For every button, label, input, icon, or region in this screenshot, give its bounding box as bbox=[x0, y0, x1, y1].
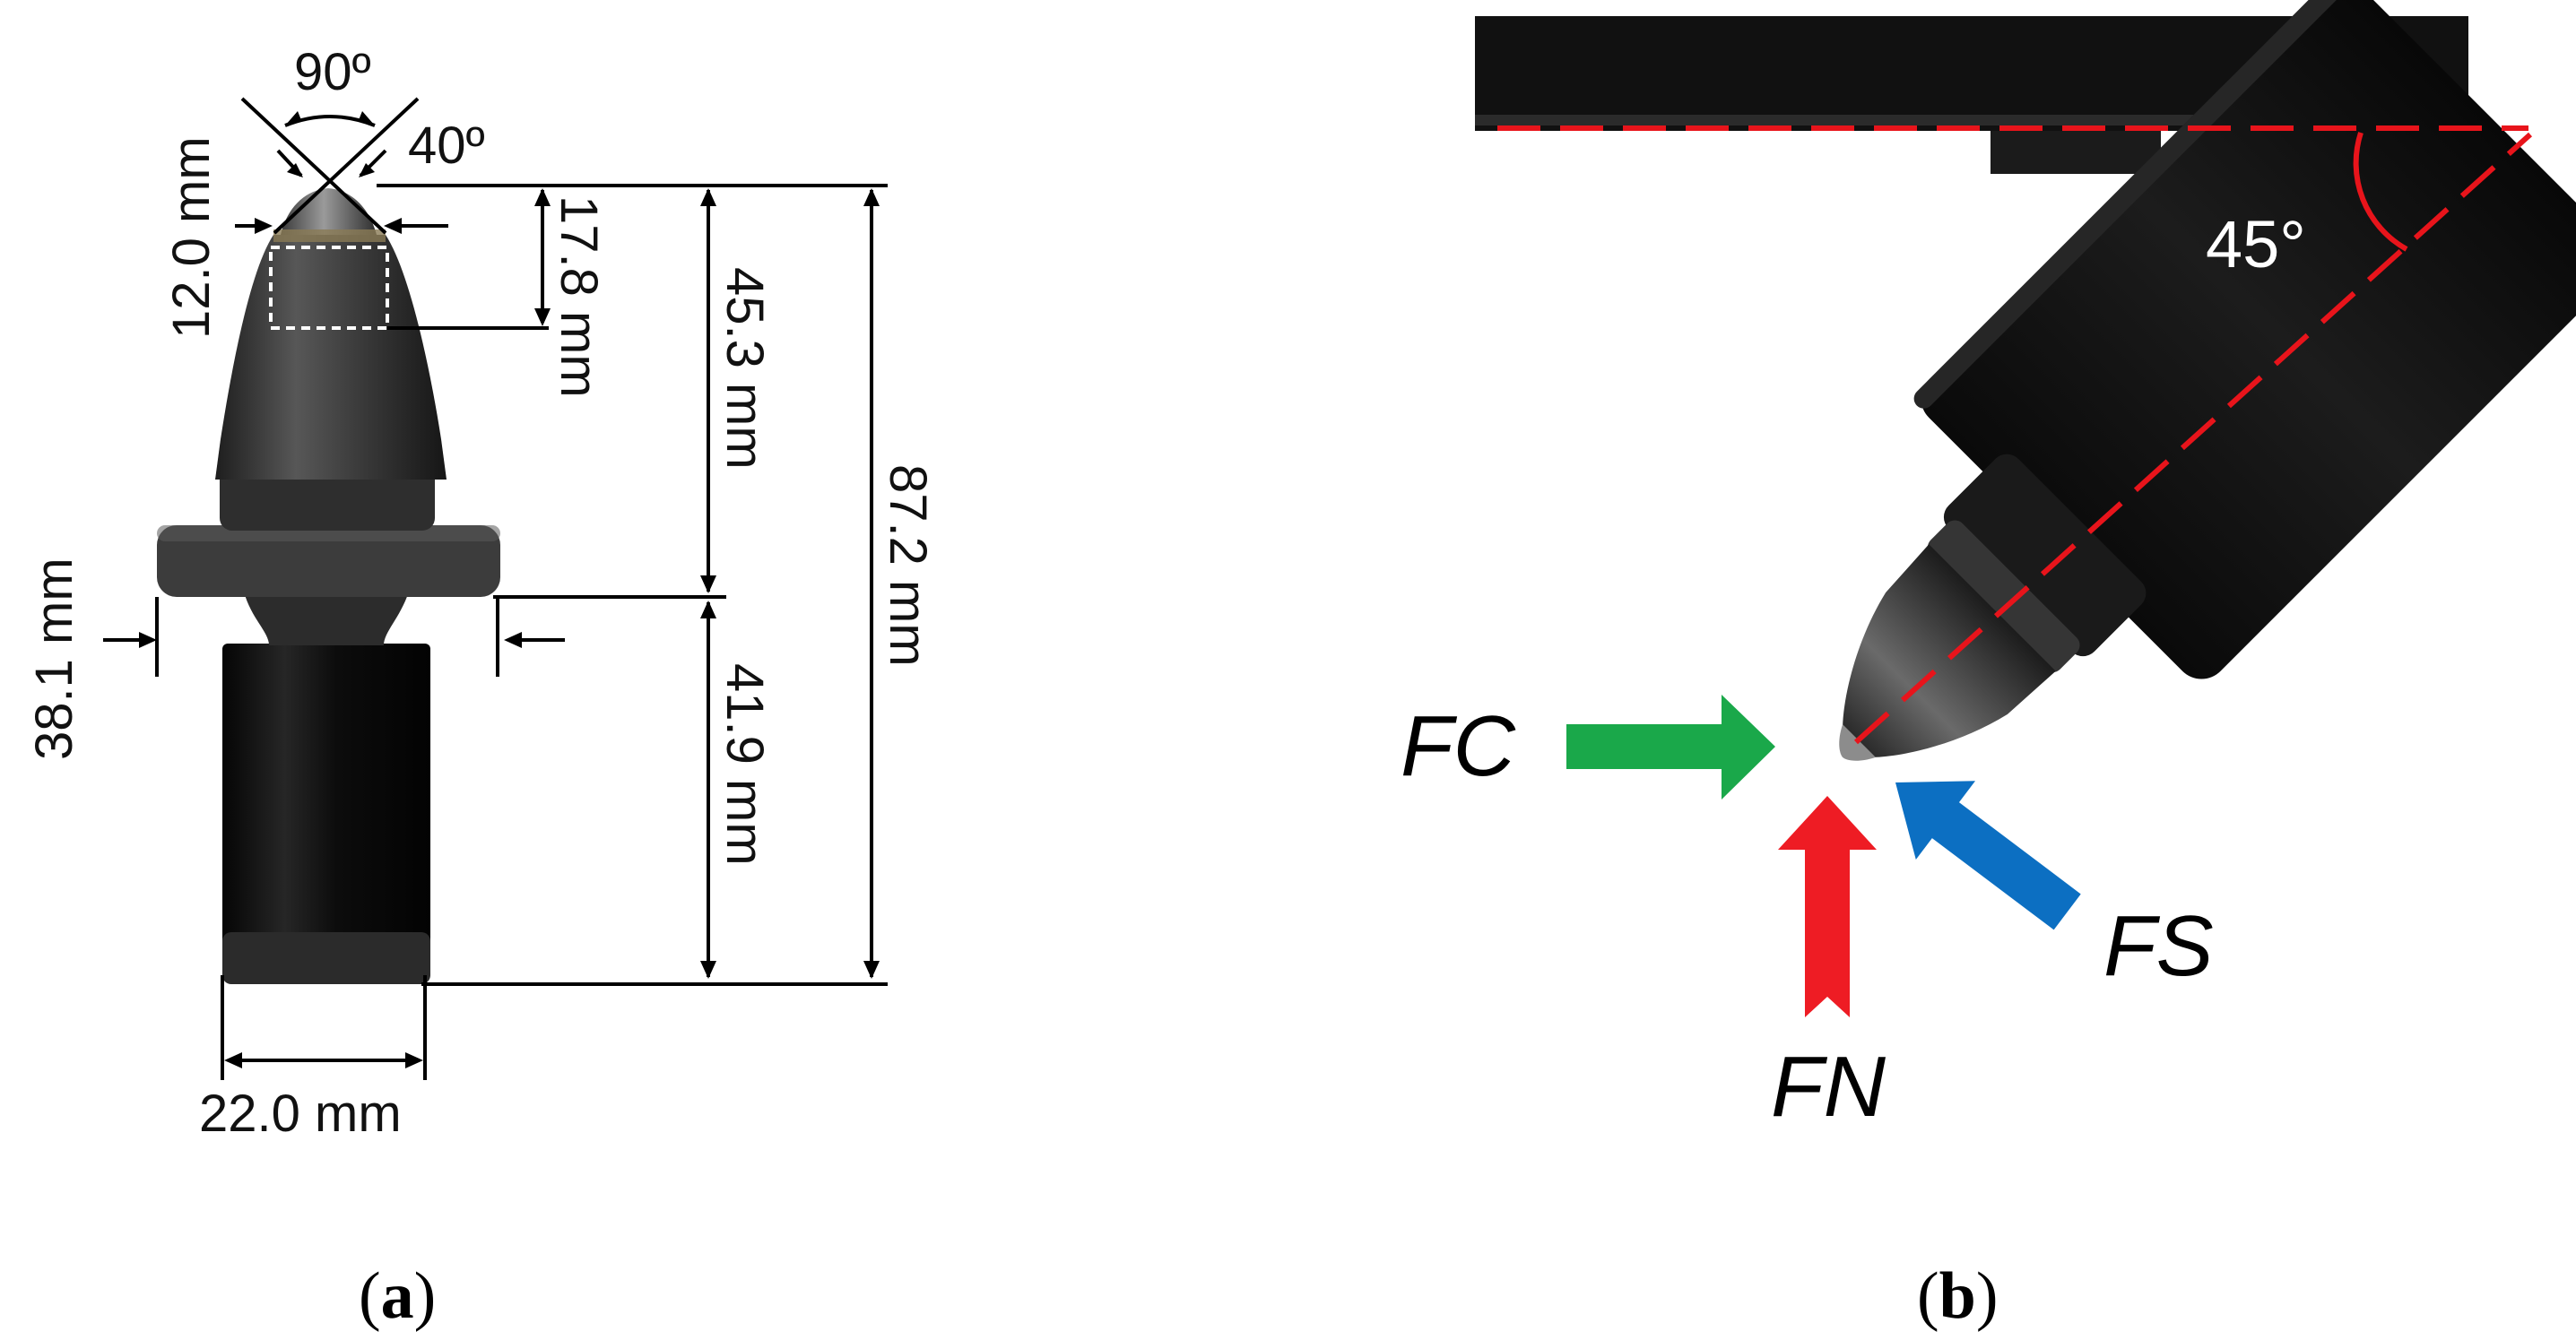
panel-b-label: (b) bbox=[1917, 1259, 1998, 1333]
label-collar-diameter: 38.1 mm bbox=[25, 558, 83, 760]
label-force-side: FS bbox=[2103, 898, 2214, 994]
holder-sleeve bbox=[1943, 454, 2147, 657]
panel-b-force-arrows bbox=[1566, 695, 2081, 1017]
force-arrow-side bbox=[1895, 781, 2081, 930]
label-carbide-depth: 17.8 mm bbox=[550, 195, 608, 398]
weld-seam bbox=[1991, 131, 2161, 174]
panel-a-dimension-lines bbox=[103, 97, 888, 1080]
label-total-length: 87.2 mm bbox=[879, 464, 937, 667]
panel-b-holder-photo bbox=[1475, 0, 2576, 761]
tilted-holder-group bbox=[1839, 0, 2576, 761]
carbide-insert-outline bbox=[269, 246, 389, 330]
holder-collar-ring bbox=[1927, 520, 2080, 673]
label-shank-length: 41.9 mm bbox=[716, 663, 774, 866]
panel-b-force-labels: FC FN FS bbox=[1401, 698, 2214, 1135]
pick-body bbox=[215, 235, 447, 480]
label-force-cutting: FC bbox=[1401, 698, 1516, 794]
label-carbide-angle: 40º bbox=[408, 117, 485, 175]
label-mount-angle: 45° bbox=[2206, 207, 2306, 281]
label-tip-angle: 90º bbox=[294, 43, 371, 101]
pick-collar bbox=[157, 525, 500, 597]
pick-axis-line bbox=[1853, 132, 2533, 745]
pick-groove bbox=[220, 466, 435, 531]
pick-body-b bbox=[1843, 544, 2056, 757]
force-arrow-normal bbox=[1778, 796, 1877, 1017]
force-arrow-cutting bbox=[1566, 695, 1775, 800]
pick-holder bbox=[1921, 0, 2576, 679]
pick-shank-ring bbox=[222, 932, 430, 984]
label-shank-diameter: 22.0 mm bbox=[199, 1085, 402, 1143]
label-tip-diameter: 12.0 mm bbox=[162, 136, 221, 339]
panel-b-reference-lines: 45° bbox=[1497, 125, 2533, 745]
panel-a-dimension-labels: 90º 40º 12.0 mm 17.8 mm 45.3 mm 87.2 mm … bbox=[25, 43, 937, 1143]
angle-arc bbox=[2353, 132, 2408, 252]
label-force-normal: FN bbox=[1771, 1039, 1886, 1135]
pick-shank bbox=[222, 644, 430, 980]
pick-collar-neck bbox=[244, 592, 409, 645]
label-head-length: 45.3 mm bbox=[716, 267, 774, 470]
panel-a-label: (a) bbox=[359, 1259, 436, 1333]
